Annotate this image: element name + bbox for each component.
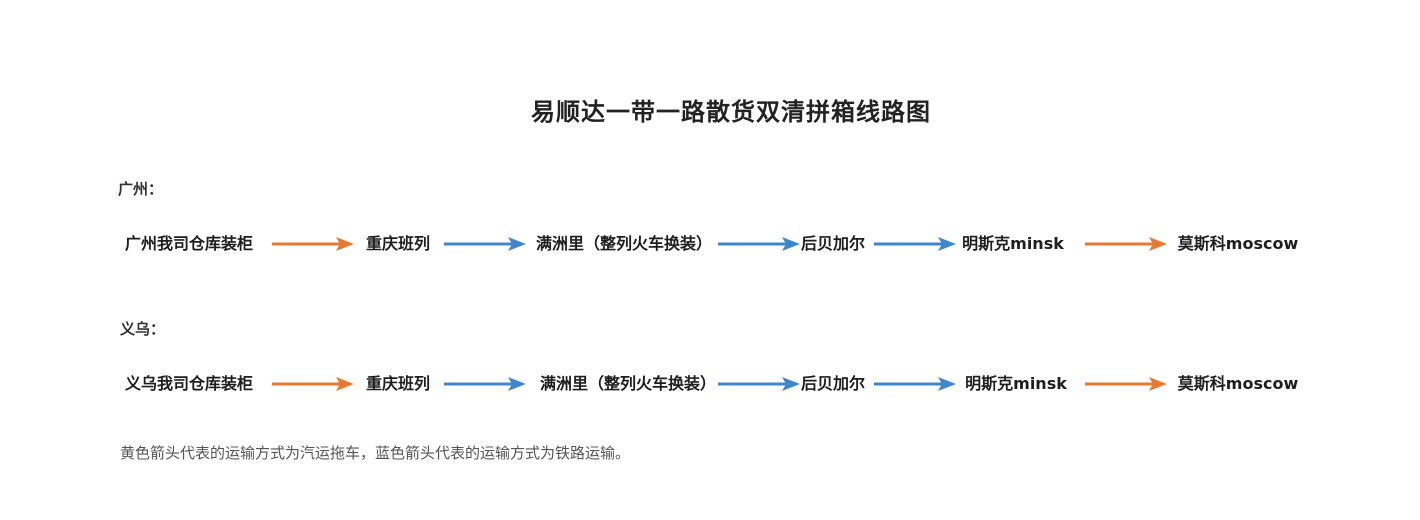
truck-arrow [1085, 234, 1167, 254]
route-node: 重庆班列 [365, 234, 431, 253]
route-label-yiwu: 义乌： [120, 320, 166, 338]
truck-arrow [272, 374, 354, 394]
route-node: 后贝加尔 [800, 234, 866, 253]
rail-arrow [874, 374, 956, 394]
route-node: 莫斯科moscow [1177, 234, 1299, 253]
rail-arrow [444, 374, 526, 394]
route-node: 重庆班列 [365, 374, 431, 393]
rail-arrow [874, 234, 956, 254]
route-label-guangzhou: 广州： [118, 180, 164, 198]
route-node: 莫斯科moscow [1177, 374, 1299, 393]
route-node: 义乌我司仓库装柜 [124, 374, 254, 393]
route-node: 明斯克minsk [962, 234, 1064, 253]
route-node: 广州我司仓库装柜 [124, 234, 254, 253]
rail-arrow [444, 234, 526, 254]
legend-note: 黄色箭头代表的运输方式为汽运拖车，蓝色箭头代表的运输方式为铁路运输。 [120, 444, 631, 462]
route-node: 满洲里（整列火车换装） [539, 374, 717, 393]
route-node: 后贝加尔 [800, 374, 866, 393]
truck-arrow [272, 234, 354, 254]
rail-arrow [718, 374, 800, 394]
diagram-title: 易顺达一带一路散货双清拼箱线路图 [531, 98, 931, 126]
rail-arrow [718, 234, 800, 254]
route-node: 满洲里（整列火车换装） [535, 234, 713, 253]
truck-arrow [1085, 374, 1167, 394]
route-node: 明斯克minsk [965, 374, 1067, 393]
